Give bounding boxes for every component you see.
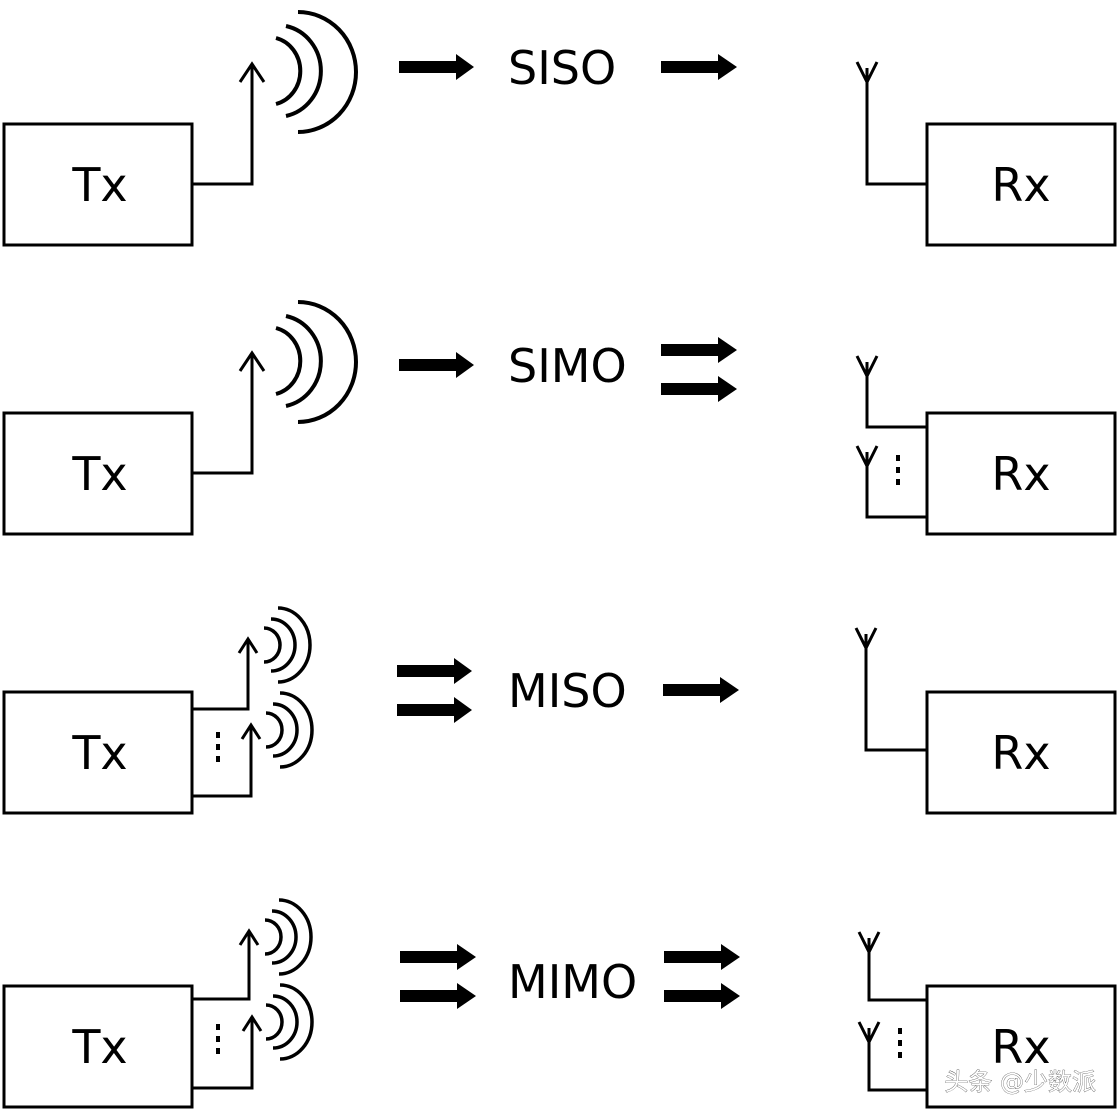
rx-antenna-icon (855, 355, 879, 380)
radio-waves-icon (265, 691, 314, 769)
input-arrow-icon (399, 54, 474, 80)
output-arrow-icon (661, 54, 737, 80)
rx-antenna-feed (864, 634, 927, 752)
rx-label: Rx (991, 1020, 1050, 1074)
tx-unit: Tx (2, 606, 314, 815)
input-arrow-icon (397, 658, 472, 684)
tx-label: Tx (71, 1020, 127, 1074)
radio-waves-icon (265, 983, 314, 1061)
rx-box (925, 411, 1117, 536)
rx-box (925, 122, 1117, 247)
mode-label: MIMO (508, 955, 637, 1009)
radio-waves-icon (264, 898, 313, 976)
radio-waves-icon (275, 10, 358, 134)
mode-label: SISO (508, 41, 616, 95)
rx-antenna-icon (857, 1021, 881, 1046)
tx-unit: Tx (2, 300, 358, 536)
tx-label: Tx (71, 158, 127, 212)
tx-box (2, 690, 194, 815)
radio-waves-icon (263, 606, 312, 684)
mode-label: SIMO (508, 339, 627, 393)
output-arrow-icon (661, 376, 737, 402)
tx-unit: Tx (2, 898, 314, 1109)
input-arrow-icon (397, 697, 472, 723)
input-arrow-icon (400, 983, 476, 1009)
rx-unit: Rx (854, 627, 1117, 815)
rx-box (925, 984, 1117, 1109)
tx-antenna-feed (192, 640, 250, 711)
watermark: 头条 @少数派 (944, 1068, 1096, 1096)
row-mimo: Tx MIMO (2, 898, 1117, 1109)
rx-label: Rx (991, 447, 1050, 501)
tx-antenna-feed (192, 726, 253, 798)
row-simo: Tx SIMO Rx (2, 300, 1117, 536)
tx-antenna-feed (192, 355, 254, 475)
rx-antenna-icon (855, 445, 879, 470)
input-arrow-icon (399, 352, 474, 378)
output-arrow-icon (663, 677, 739, 703)
rx-antenna-feed (865, 68, 927, 186)
tx-arrow-icon (238, 928, 260, 946)
rx-antenna-feed (865, 362, 927, 429)
rx-unit: Rx (857, 931, 1117, 1109)
tx-arrow-icon (238, 350, 266, 372)
tx-box (2, 984, 194, 1109)
row-miso: Tx MISO Rx (2, 606, 1117, 815)
output-arrow-icon (661, 337, 737, 363)
rx-antenna-feed (867, 938, 927, 1002)
rx-antenna-feed (867, 1028, 927, 1092)
row-siso: Tx SISO Rx (2, 10, 1117, 247)
rx-antenna-feed (865, 452, 927, 519)
mode-label: MISO (508, 664, 627, 718)
tx-arrow-icon (240, 722, 262, 740)
radio-waves-icon (275, 300, 358, 424)
input-arrow-icon (400, 944, 476, 970)
tx-antenna-feed (192, 66, 254, 186)
tx-arrow-icon (237, 636, 259, 654)
rx-label: Rx (991, 726, 1050, 780)
rx-antenna-icon (855, 61, 879, 86)
rx-label: Rx (991, 158, 1050, 212)
tx-unit: Tx (2, 10, 358, 247)
rx-unit: Rx (855, 355, 1117, 536)
tx-antenna-feed (192, 1018, 254, 1090)
tx-arrow-icon (238, 61, 266, 83)
output-arrow-icon (664, 944, 740, 970)
rx-antenna-icon (854, 627, 878, 652)
rx-box (925, 690, 1117, 815)
output-arrow-icon (664, 983, 740, 1009)
rx-unit: Rx (855, 61, 1117, 247)
tx-label: Tx (71, 447, 127, 501)
tx-arrow-icon (241, 1014, 263, 1032)
tx-antenna-feed (192, 932, 251, 1001)
tx-label: Tx (71, 726, 127, 780)
rx-antenna-icon (857, 931, 881, 956)
